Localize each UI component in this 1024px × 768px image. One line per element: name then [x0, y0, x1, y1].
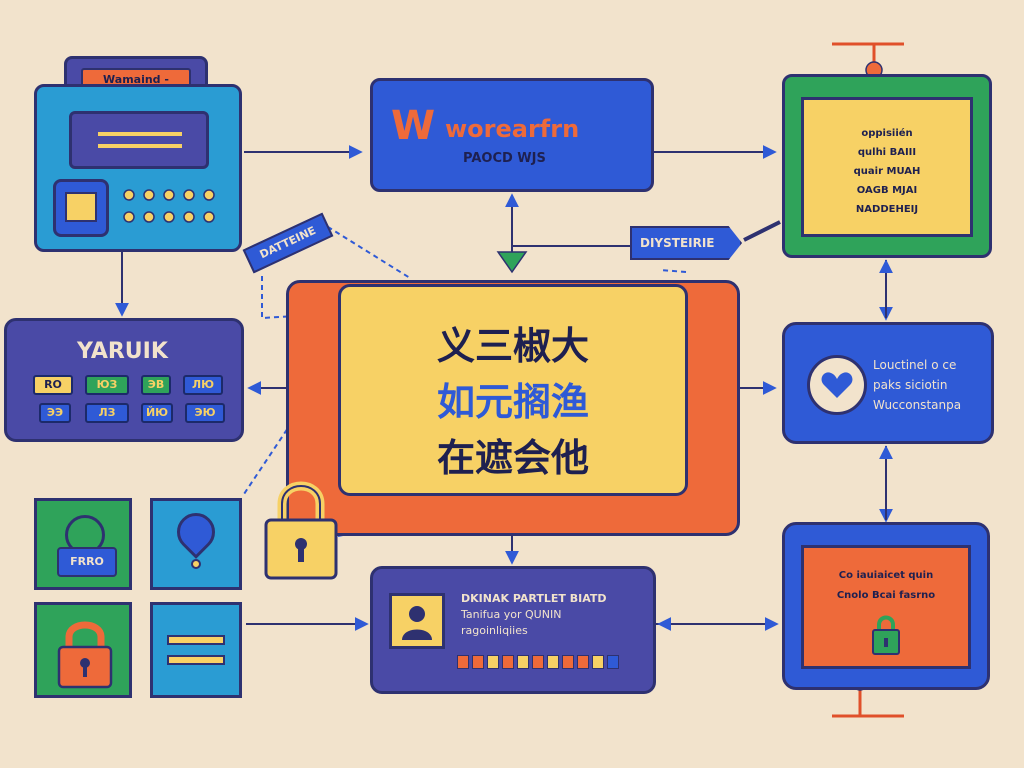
user-avatar-icon: [389, 593, 445, 649]
wordmark-subtitle: PAOCD WJS: [463, 151, 546, 166]
central-hub[interactable]: 义三椒大 如元搁渔 在遮会他: [338, 284, 688, 496]
heart-icon: [807, 355, 867, 415]
right-mid-line: Louctinel o ce: [873, 358, 957, 372]
panel-chip[interactable]: ЭВ: [141, 375, 171, 395]
tile-label: FRRO: [57, 547, 117, 577]
profile-line: Tanifua yor QUNIN: [461, 608, 562, 621]
bottom-right-line: Co iauiaicet quin: [838, 570, 934, 581]
progress-cell: [547, 655, 559, 669]
right-mid-text: Louctinel o ce paks siciotin Wucconstanp…: [873, 355, 993, 415]
profile-text: DKINAK PARTLET BIATD Tanifua yor QUNIN r…: [461, 591, 651, 639]
left-panel-title: YARUIK: [77, 339, 168, 364]
wordmark-card[interactable]: W worearfrn PAOCD WJS: [370, 78, 654, 192]
chevron-down-icon: [496, 251, 528, 274]
bottom-right-panel: Co iauiaicet quin Cnolo Bcai fasrno: [801, 545, 971, 669]
progress-cell: [592, 655, 604, 669]
dashed-connector: [319, 221, 411, 279]
bottom-right-card[interactable]: Co iauiaicet quin Cnolo Bcai fasrno: [782, 522, 990, 690]
wordmark-title: worearfrn: [445, 115, 580, 143]
wordmark-logo: W: [391, 103, 436, 149]
bottom-right-line: Cnolo Bcai fasrno: [836, 590, 936, 601]
right-mid-line: Wucconstanpa: [873, 398, 962, 412]
right-mid-line: paks siciotin: [873, 378, 948, 392]
progress-cell: [457, 655, 469, 669]
hub-line-1: 义三椒大: [436, 324, 589, 368]
info-line: qulhi BAIII: [857, 147, 917, 158]
right-tag[interactable]: DIYSTEIRIE: [630, 226, 742, 260]
info-line: NADDEHEIJ: [855, 204, 919, 215]
display-screen: [69, 111, 209, 169]
connector-line: [743, 220, 781, 242]
progress-bar: [457, 655, 631, 671]
panel-chip[interactable]: ЭЮ: [185, 403, 225, 423]
progress-cell: [562, 655, 574, 669]
panel-chip[interactable]: ЙЮ: [141, 403, 173, 423]
card-slot-icon: [53, 179, 109, 237]
panel-chip[interactable]: ЮЗ: [85, 375, 129, 395]
keypad-buttons[interactable]: [121, 185, 221, 235]
progress-cell: [517, 655, 529, 669]
profile-line: DKINAK PARTLET BIATD: [461, 592, 607, 605]
tile-lock[interactable]: [34, 602, 132, 698]
padlock-icon[interactable]: [262, 474, 340, 582]
lock-icon: [55, 615, 115, 691]
panel-chip[interactable]: ЭЭ: [39, 403, 71, 423]
progress-cell: [532, 655, 544, 669]
info-frame-panel: oppisiién qulhi BAIII quair MUAH OAGB MJ…: [801, 97, 973, 237]
dashed-connector: [261, 276, 331, 320]
left-panel[interactable]: YARUIK RO ЮЗ ЭВ ЛЮ ЭЭ ЛЗ ЙЮ ЭЮ: [4, 318, 244, 442]
panel-chip[interactable]: ЛЮ: [183, 375, 223, 395]
progress-cell: [487, 655, 499, 669]
progress-cell: [577, 655, 589, 669]
progress-cell: [607, 655, 619, 669]
dashed-connector: [659, 269, 687, 273]
info-line: quair MUAH: [853, 166, 921, 177]
profile-card[interactable]: DKINAK PARTLET BIATD Tanifua yor QUNIN r…: [370, 566, 656, 694]
tile-pin[interactable]: [150, 498, 242, 590]
info-line: OAGB MJAI: [856, 185, 918, 196]
hub-line-3: 在遮会他: [436, 436, 589, 480]
right-mid-card[interactable]: Louctinel o ce paks siciotin Wucconstanp…: [782, 322, 994, 444]
menu-icon: [167, 631, 227, 671]
info-line: oppisiién: [861, 128, 913, 139]
keypad-device: [34, 84, 242, 252]
lock-icon: [870, 612, 902, 656]
map-pin-icon: [169, 505, 223, 559]
panel-chip[interactable]: RO: [33, 375, 73, 395]
panel-chip[interactable]: ЛЗ: [85, 403, 129, 423]
info-frame: oppisiién qulhi BAIII quair MUAH OAGB MJ…: [782, 74, 992, 258]
profile-line: ragoinliqiies: [461, 624, 528, 637]
progress-cell: [502, 655, 514, 669]
tile-menu[interactable]: [150, 602, 242, 698]
info-frame-text: oppisiién qulhi BAIII quair MUAH OAGB MJ…: [804, 124, 970, 219]
tile-user[interactable]: FRRO: [34, 498, 132, 590]
progress-cell: [472, 655, 484, 669]
hub-line-2: 如元搁渔: [436, 380, 589, 424]
